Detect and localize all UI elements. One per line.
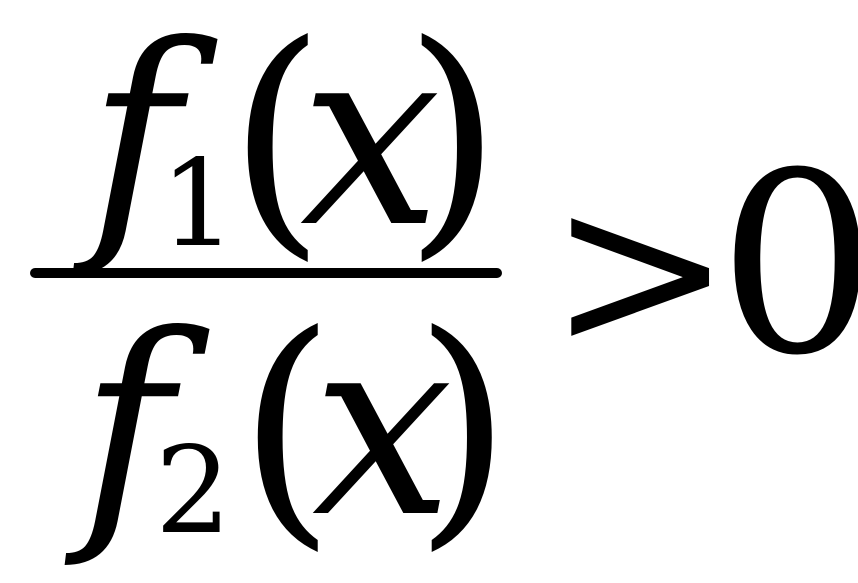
numerator-variable: x [300,0,441,282]
numerator-close-paren: ) [404,0,502,282]
fraction-bar [30,268,502,278]
denominator-open-paren: ( [238,281,336,572]
denominator-function-symbol: f [80,281,173,572]
numerator-open-paren: ( [228,0,326,282]
denominator-subscript: 2 [155,422,232,561]
greater-than-sign: > [548,142,733,398]
denominator-variable: x [312,281,453,572]
right-hand-side-zero: 0 [718,119,858,410]
numerator-function-symbol: f [88,0,181,282]
numerator-subscript: 1 [160,135,237,274]
denominator-close-paren: ) [414,281,512,572]
